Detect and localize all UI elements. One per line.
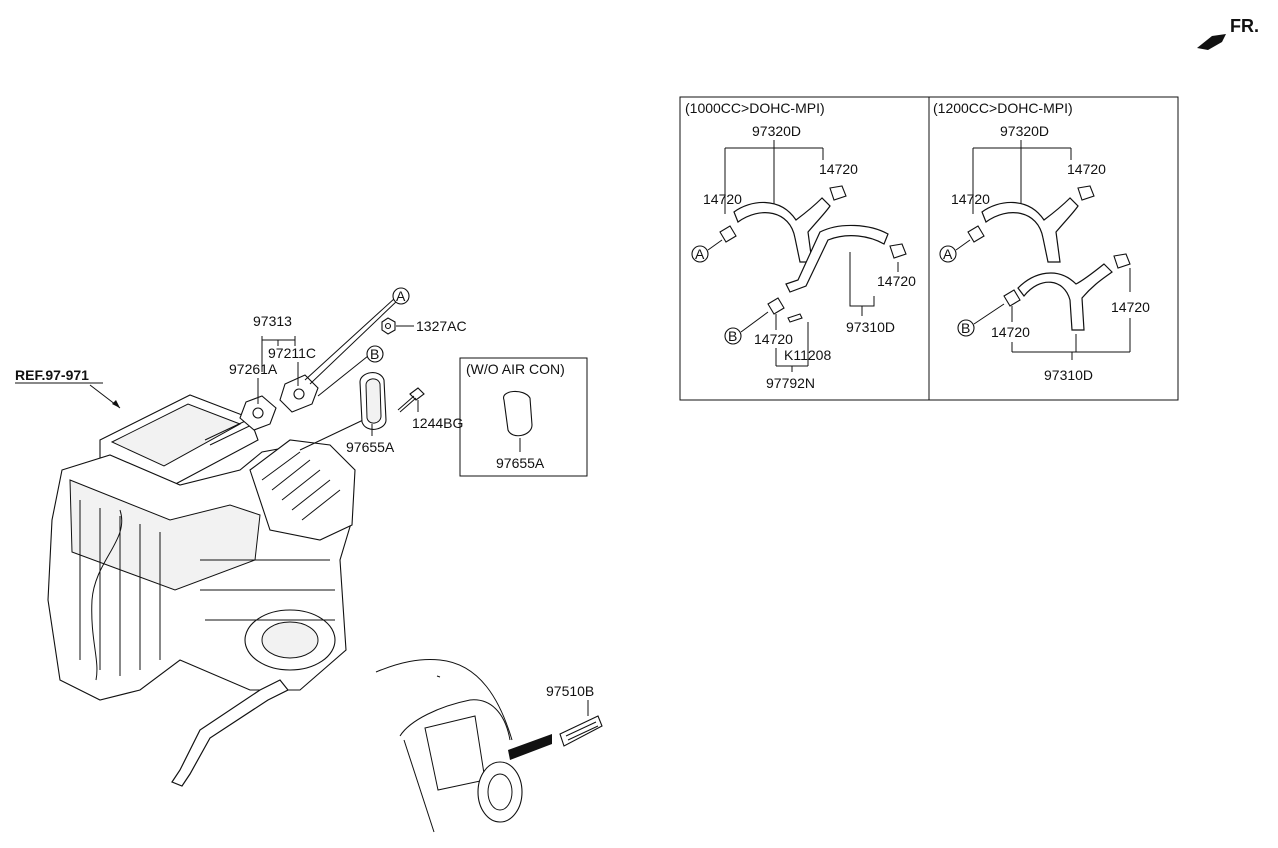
line-to-marker-a (304, 297, 396, 381)
p1200-part-97320d: 97320D (1000, 123, 1049, 139)
hvac-unit-illustration (47, 394, 381, 787)
panel-1200cc: (1200CC>DOHC-MPI) 97320D 14720 14720 147… (933, 100, 1150, 383)
p1200-clamp-right-icon (1113, 253, 1131, 269)
part-label-97261a: 97261A (229, 361, 278, 377)
p1200-marker-a (939, 245, 957, 263)
p1000-marker-b (724, 327, 742, 345)
part-label-97211c: 97211C (268, 345, 316, 361)
grommet-97655a (359, 372, 387, 430)
vent-97510b (559, 715, 603, 747)
p1000-clamp-right-icon (889, 243, 907, 259)
marker-b-label: B (370, 346, 379, 362)
front-arrow-icon (1197, 34, 1226, 50)
inset-frame (459, 357, 588, 477)
panel-1000cc: (1000CC>DOHC-MPI) 97320D 14720 14720 147… (685, 100, 916, 391)
flange-97211c (279, 374, 319, 413)
p1200-clamp-bottom: 14720 (991, 324, 1030, 340)
p1200-clamp-top-right: 14720 (1067, 161, 1106, 177)
inset-grommet (503, 390, 533, 437)
line-to-marker-b (317, 355, 369, 397)
marker-a (392, 287, 410, 305)
panel-1200cc-title: (1200CC>DOHC-MPI) (933, 100, 1073, 116)
p1000-marker-b-label: B (728, 328, 737, 344)
p1200-clamp-a-icon (967, 225, 985, 243)
ref-arrowhead-icon (112, 400, 120, 408)
part-label-97510b: 97510B (546, 683, 594, 699)
vehicle-rear-illustration (375, 659, 552, 833)
part-label-1327ac: 1327AC (416, 318, 467, 334)
p1000-clamp-a-icon (719, 225, 737, 243)
p1200-part-97310d: 97310D (1044, 367, 1093, 383)
p1000-part-97792n: 97792N (766, 375, 815, 391)
p1000-marker-a-label: A (695, 246, 705, 262)
p1200-heater-hose-97320d (981, 197, 1079, 263)
marker-a-label: A (396, 288, 406, 304)
panel-1000cc-title: (1000CC>DOHC-MPI) (685, 100, 825, 116)
p1200-marker-a-label: A (943, 246, 953, 262)
p1000-clamp-b-icon (767, 297, 785, 315)
inset-part-label: 97655A (496, 455, 545, 471)
ref-label: REF.97-971 (15, 367, 89, 383)
bracket-97313 (261, 336, 296, 346)
p1000-clamp-top-icon (829, 185, 847, 201)
inset-wo-aircon: (W/O AIR CON) 97655A (459, 357, 588, 477)
nut-1327ac (381, 317, 396, 335)
part-label-97313: 97313 (253, 313, 292, 329)
p1000-part-97310d: 97310D (846, 319, 895, 335)
location-arrow-icon (508, 734, 552, 760)
inset-title: (W/O AIR CON) (466, 361, 565, 377)
p1200-clamp-left: 14720 (951, 191, 990, 207)
p1000-clamp-bottom: 14720 (754, 331, 793, 347)
screw-1244bg (397, 387, 425, 413)
front-label: FR. (1230, 16, 1259, 36)
p1000-k11208-icon (787, 313, 803, 323)
front-direction-indicator: FR. (1197, 16, 1259, 50)
gasket-97261a (239, 395, 277, 431)
part-label-1244bg: 1244BG (412, 415, 463, 431)
p1000-heater-hose-97320d (733, 197, 831, 263)
p1200-marker-b (957, 319, 975, 337)
p1200-marker-b-label: B (961, 320, 970, 336)
p1000-marker-a (691, 245, 709, 263)
p1000-clamp-left: 14720 (703, 191, 742, 207)
p1200-heater-hose-97310d (1017, 263, 1113, 331)
p1000-heater-hose-97310d (785, 224, 889, 293)
p1000-clamp-top-right: 14720 (819, 161, 858, 177)
marker-b (366, 345, 384, 363)
p1200-clamp-b-icon (1003, 289, 1021, 307)
p1200-clamp-right: 14720 (1111, 299, 1150, 315)
p1000-part-k11208: K11208 (784, 347, 831, 363)
part-label-97655a: 97655A (346, 439, 395, 455)
p1200-clamp-top-icon (1077, 185, 1095, 201)
p1000-clamp-right: 14720 (877, 273, 916, 289)
p1000-part-97320d: 97320D (752, 123, 801, 139)
